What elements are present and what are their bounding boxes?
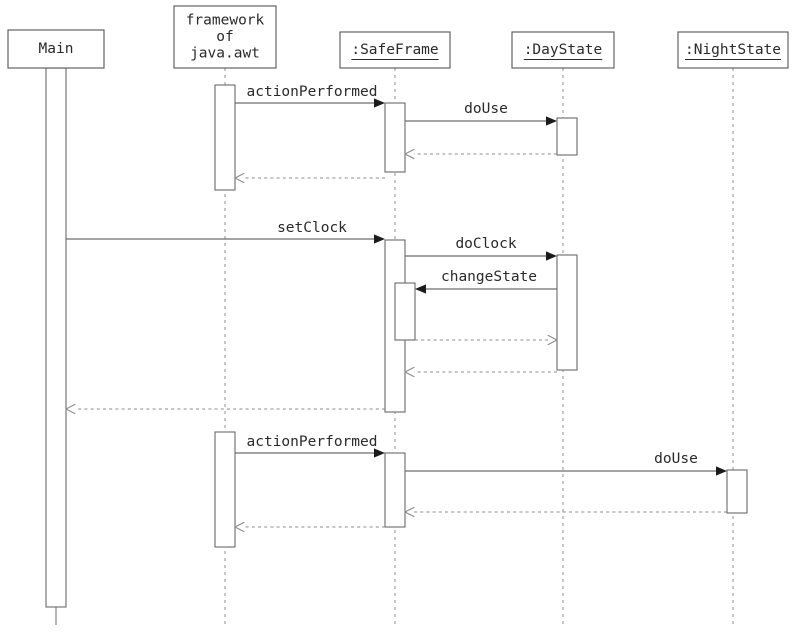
participant-box[interactable]	[511, 31, 615, 69]
message-label: doUse	[464, 101, 508, 117]
participant-box[interactable]	[677, 31, 789, 69]
message-arrowhead-open	[404, 148, 415, 160]
activation-bar-safeframe	[384, 452, 406, 528]
message-msg-9	[404, 366, 557, 378]
message-msg-4	[234, 172, 385, 184]
message-msg-11: actionPerformed	[235, 434, 385, 458]
message-msg-2: doUse	[405, 101, 557, 126]
activation-bar-nightstate	[726, 469, 748, 514]
participant-box[interactable]	[339, 31, 451, 69]
message-label: doUse	[654, 451, 698, 467]
participant-box[interactable]	[7, 29, 105, 69]
participant-label: of	[216, 29, 233, 45]
activation-bar-framework	[214, 431, 236, 548]
message-arrowhead-filled	[374, 98, 385, 108]
message-arrowhead-open	[234, 172, 245, 184]
message-arrowhead-open	[404, 506, 415, 518]
activation-bar-safeframe	[384, 102, 406, 173]
message-msg-1: actionPerformed	[235, 84, 385, 108]
participant-label: Main	[39, 41, 74, 57]
message-arrowhead-filled	[415, 284, 426, 294]
message-arrowhead-filled	[546, 116, 557, 126]
message-label: actionPerformed	[247, 434, 378, 450]
message-label: changeState	[441, 269, 537, 285]
activation-bar-framework	[214, 84, 236, 191]
participant-box[interactable]	[173, 5, 277, 69]
participant-label: :NightState	[685, 42, 781, 58]
message-msg-5: setClock	[66, 220, 385, 244]
message-arrowhead-filled	[374, 234, 385, 244]
participant-nightstate[interactable]: :NightState	[677, 31, 789, 69]
activation-bar-daystate	[556, 117, 578, 156]
message-msg-12: doUse	[405, 451, 727, 476]
participant-label: :SafeFrame	[351, 42, 438, 58]
message-msg-10	[65, 403, 385, 415]
message-arrowhead-filled	[716, 466, 727, 476]
message-label: doClock	[455, 236, 516, 252]
message-msg-8	[415, 334, 558, 346]
participant-label: :DayState	[524, 42, 603, 58]
participant-main[interactable]: Main	[7, 29, 105, 69]
activation-bar-daystate	[556, 254, 578, 371]
message-arrowhead-open	[234, 521, 245, 533]
message-arrowhead-open	[65, 403, 76, 415]
message-msg-7: changeState	[415, 269, 557, 294]
activations-layer	[45, 67, 748, 608]
message-msg-14	[234, 521, 385, 533]
message-arrowhead-open	[547, 334, 558, 346]
participant-label: java.awt	[190, 46, 260, 62]
message-msg-3	[404, 148, 557, 160]
message-arrowhead-filled	[546, 251, 557, 261]
message-msg-13	[404, 506, 727, 518]
message-arrowhead-filled	[374, 448, 385, 458]
participant-safeframe[interactable]: :SafeFrame	[339, 31, 451, 69]
message-label: setClock	[277, 220, 347, 236]
message-label: actionPerformed	[247, 84, 378, 100]
participant-label: framework	[186, 13, 265, 29]
participant-daystate[interactable]: :DayState	[511, 31, 615, 69]
message-msg-6: doClock	[405, 236, 557, 261]
activation-bar-safeframe	[394, 282, 416, 341]
messages-layer: actionPerformed doUse setClock doClock chang…	[65, 84, 727, 533]
message-arrowhead-open	[404, 366, 415, 378]
activation-bar-main	[45, 67, 67, 608]
